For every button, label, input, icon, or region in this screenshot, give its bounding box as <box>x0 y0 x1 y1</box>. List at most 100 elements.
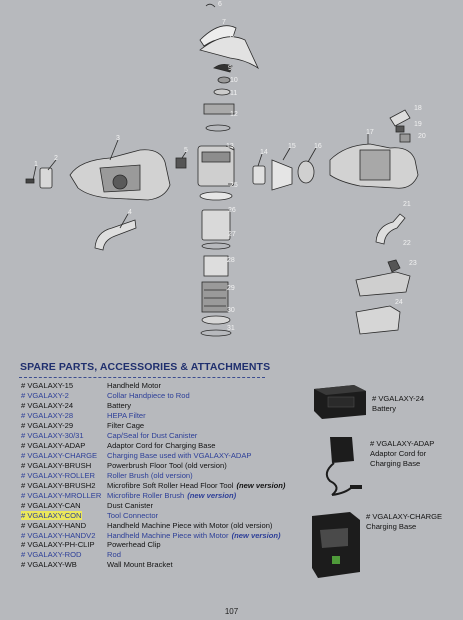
section-title: SPARE PARTS, ACCESSORIES & ATTACHMENTS <box>20 361 271 373</box>
parts-list-row: # VGALAXY-CAN Dust Canister <box>21 500 285 510</box>
part-code: # VGALAXY-29 <box>21 421 74 431</box>
part-code: # VGALAXY-BRUSH2 <box>21 480 96 490</box>
part-code: # VGALAXY-MROLLER <box>21 490 102 500</box>
callout-9: 9 <box>228 65 232 72</box>
parts-list-row: # VGALAXY-PH-CLIP Powerhead Clip <box>21 540 285 550</box>
part-code: # VGALAXY-HANDV2 <box>21 530 96 540</box>
part-code: # VGALAXY-15 <box>21 381 74 391</box>
part-description: Battery <box>107 401 132 411</box>
parts-list-row: # VGALAXY-CHARGE Charging Base used with … <box>21 451 285 461</box>
battery-image <box>314 385 366 419</box>
callout-14: 14 <box>260 149 268 156</box>
parts-list-row: # VGALAXY-ROLLER Roller Brush (old versio… <box>21 470 285 480</box>
callout-1: 1 <box>34 161 38 168</box>
callout-11: 11 <box>230 90 237 97</box>
part-description: Dust Canister <box>107 500 154 510</box>
part-code: # VGALAXY-HAND <box>21 520 87 530</box>
callout-25: 25 <box>230 182 238 189</box>
parts-list-row: # VGALAXY-HANDV2 Handheld Machine Piece w… <box>21 530 285 540</box>
part-code: # VGALAXY-ROLLER <box>21 470 96 480</box>
version-tag: (new version) <box>187 490 237 500</box>
part-code: # VGALAXY-CON <box>21 510 107 520</box>
callout-23: 23 <box>409 260 417 267</box>
callout-20: 20 <box>418 133 426 140</box>
part-code: # VGALAXY-30/31 <box>21 431 84 441</box>
part-code: # VGALAXY-WB <box>21 560 77 570</box>
part-code: # VGALAXY-BRUSH <box>21 460 92 470</box>
part-code: # VGALAXY-ROD <box>21 550 82 560</box>
page-number: 107 <box>224 607 239 616</box>
parts-list-row: # VGALAXY-30/31 Cap/Seal for Dust Caniste… <box>21 431 285 441</box>
part-description: HEPA Filter <box>107 411 146 421</box>
part-description: Handheld Machine Piece with Motor (old v… <box>107 520 273 530</box>
callout-6: 6 <box>218 1 222 8</box>
section-divider <box>19 377 265 378</box>
part-description: Rod <box>107 550 121 560</box>
battery-code: # VGALAXY-24 <box>372 394 425 403</box>
adaptor-image <box>325 437 362 496</box>
callout-12: 12 <box>230 111 238 118</box>
callout-26: 26 <box>228 207 236 214</box>
callout-13: 13 <box>226 143 234 150</box>
part-description: Filter Cage <box>107 421 145 431</box>
callout-2: 2 <box>54 155 58 162</box>
charging-base-code: # VGALAXY-CHARGE <box>366 512 443 521</box>
diagram-callouts: 1 2 3 4 5 6 7 8 9 10 11 12 13 14 15 16 1… <box>34 1 426 332</box>
callout-21: 21 <box>403 201 411 208</box>
part-code: # VGALAXY-CHARGE <box>21 451 98 461</box>
callout-29: 29 <box>227 285 235 292</box>
charging-base-image <box>312 512 360 578</box>
adaptor-caption: # VGALAXY-ADAP Adaptor Cord for Charging… <box>370 439 455 469</box>
part-description: Powerbrush Floor Tool (old version) <box>107 460 227 470</box>
part-description: Roller Brush (old version) <box>107 470 193 480</box>
part-code: # VGALAXY-2 <box>21 391 69 401</box>
callout-15: 15 <box>288 143 296 150</box>
callout-10: 10 <box>230 77 238 84</box>
callout-5: 5 <box>184 147 188 154</box>
version-tag: (new version) <box>236 480 286 490</box>
exploded-parts-diagram: 1 2 3 4 5 6 7 8 9 10 11 12 13 14 15 16 1… <box>25 1 426 337</box>
callout-30: 30 <box>227 307 235 314</box>
part-description: Wall Mount Bracket <box>107 560 173 570</box>
callout-3: 3 <box>116 135 120 142</box>
callout-16: 16 <box>314 143 322 150</box>
part-description: Powerhead Clip <box>107 540 161 550</box>
callout-17: 17 <box>366 129 374 136</box>
part-description: Cap/Seal for Dust Canister <box>107 431 198 441</box>
callout-24: 24 <box>395 299 403 306</box>
parts-list-row: # VGALAXY-ADAP Adaptor Cord for Charging … <box>21 441 285 451</box>
parts-list-row: # VGALAXY-WB Wall Mount Bracket <box>21 560 285 570</box>
parts-list: # VGALAXY-15 Handheld Motor # VGALAXY-2 Col… <box>21 381 285 570</box>
part-code: # VGALAXY-ADAP <box>21 441 86 451</box>
part-description: Microfibre Soft Roller Head Floor Tool <box>107 480 234 490</box>
parts-list-row: # VGALAXY-ROD Rod <box>21 550 285 560</box>
part-description: Charging Base used with VGALAXY-ADAP <box>107 451 252 461</box>
callout-28: 28 <box>227 257 235 264</box>
parts-list-row: # VGALAXY-CON Tool Connector <box>21 510 285 520</box>
adaptor-name: Adaptor Cord for Charging Base <box>370 449 427 468</box>
parts-list-row: # VGALAXY-BRUSH2 Microfibre Soft Roller H… <box>21 480 285 490</box>
part-description: Handheld Motor <box>107 381 162 391</box>
highlighted-code: # VGALAXY-CON <box>21 510 82 520</box>
parts-list-row: # VGALAXY-29 Filter Cage <box>21 421 285 431</box>
version-tag: (new version) <box>231 530 281 540</box>
part-description: Tool Connector <box>107 510 159 520</box>
part-description: Collar Handpiece to Rod <box>107 391 190 401</box>
part-description: Adaptor Cord for Charging Base <box>107 441 216 451</box>
part-code: # VGALAXY-CAN <box>21 500 81 510</box>
charging-base-caption: # VGALAXY-CHARGE Charging Base <box>366 512 442 532</box>
part-description: Handheld Machine Piece with Motor <box>107 530 229 540</box>
callout-4: 4 <box>128 209 132 216</box>
callout-19: 19 <box>414 121 422 128</box>
battery-name: Battery <box>372 404 397 413</box>
charging-base-name: Charging Base <box>366 522 417 531</box>
adaptor-code: # VGALAXY-ADAP <box>370 439 435 448</box>
callout-8: 8 <box>230 33 234 40</box>
parts-list-row: # VGALAXY-15 Handheld Motor <box>21 381 285 391</box>
callout-22: 22 <box>403 240 411 247</box>
part-code: # VGALAXY-PH-CLIP <box>21 540 95 550</box>
callout-7: 7 <box>222 19 226 26</box>
battery-caption: # VGALAXY-24 Battery <box>372 394 424 414</box>
callout-18: 18 <box>414 105 422 112</box>
